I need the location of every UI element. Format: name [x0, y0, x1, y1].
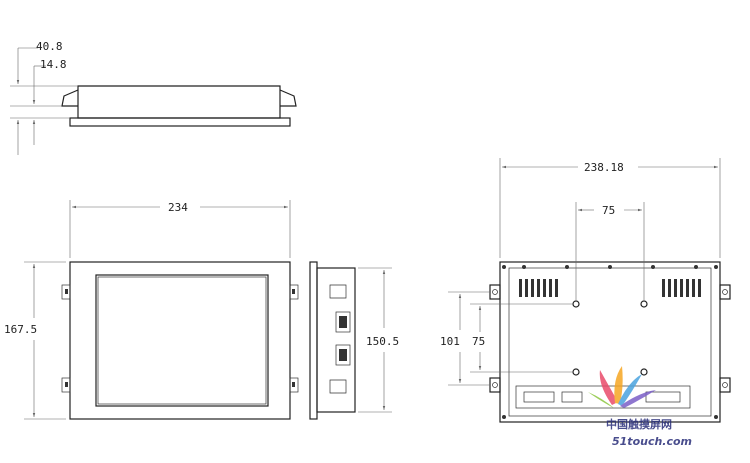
lcd-active-area — [97, 276, 267, 405]
rear-housing — [499, 261, 721, 423]
top-profile-view — [61, 85, 297, 127]
right-bracket — [279, 89, 297, 107]
dim-rear-height: 101 — [440, 335, 460, 348]
side-view-dimensions: 150.5 — [358, 267, 399, 413]
top-view-dimensions: 40.8 14.8 — [10, 40, 78, 155]
front-view-dimensions: 234 167.5 — [4, 200, 291, 420]
dim-front-height: 167.5 — [4, 323, 37, 336]
watermark-line1: 中国触摸屏网 — [606, 417, 672, 431]
left-bracket — [61, 89, 79, 107]
rear-bracket-bl — [489, 377, 501, 393]
side-view — [309, 261, 356, 420]
dim-side-height: 150.5 — [366, 335, 399, 348]
bracket-bl — [61, 377, 71, 393]
vesa-hole-tr — [640, 300, 648, 308]
dim-rear-hole-v: 75 — [472, 335, 485, 348]
vent-left — [519, 279, 558, 297]
housing-profile — [77, 85, 281, 119]
dim-side-front: 14.8 — [40, 58, 67, 71]
rear-bracket-tl — [489, 284, 501, 300]
bracket-br — [289, 377, 299, 393]
watermark-line2: 51touch.com — [612, 435, 692, 448]
db9-port-2 — [335, 344, 351, 366]
vesa-hole-br — [640, 368, 648, 376]
front-view — [61, 261, 299, 420]
io-panel — [515, 385, 691, 409]
side-bezel — [309, 261, 318, 420]
rear-bracket-tr — [719, 284, 731, 300]
rear-view-dimensions: 238.18 75 101 75 — [440, 158, 721, 386]
dim-rear-hole-h: 75 — [602, 204, 615, 217]
front-bezel — [69, 261, 291, 420]
dim-rear-width: 238.18 — [584, 161, 624, 174]
bracket-tr — [289, 284, 299, 300]
vent-right — [662, 279, 701, 297]
dim-side-total: 40.8 — [36, 40, 63, 53]
dim-front-width: 234 — [168, 201, 188, 214]
lcd-screen — [95, 274, 269, 407]
side-bracket-top — [329, 284, 347, 299]
rear-bracket-br — [719, 377, 731, 393]
bezel-profile — [69, 117, 291, 127]
db9-port-1 — [335, 311, 351, 333]
watermark-logo: 中国触摸屏网 51touch.com — [588, 366, 692, 448]
bracket-tl — [61, 284, 71, 300]
side-housing — [316, 267, 356, 413]
side-bracket-bottom — [329, 379, 347, 394]
